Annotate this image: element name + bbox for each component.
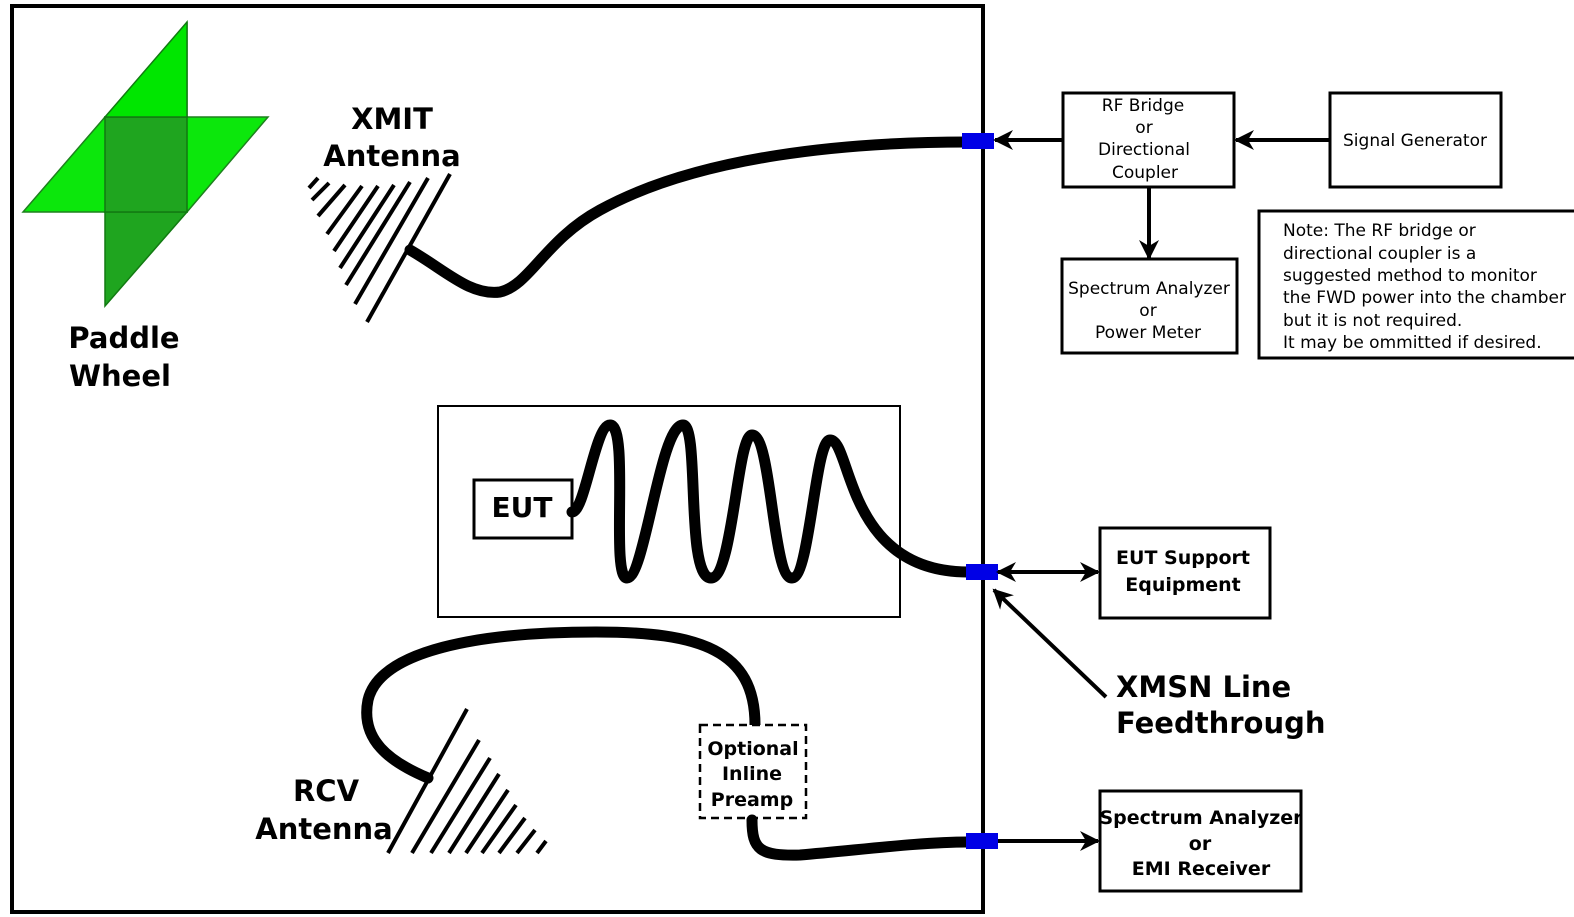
rcv-cable <box>361 626 761 784</box>
rf-bridge-label-line1: RF Bridge <box>1102 96 1184 116</box>
spectrum-analyzer-power-box <box>1060 257 1239 355</box>
arrow-feedthrough-pointer <box>992 588 1108 699</box>
preamp-box <box>698 723 808 820</box>
eut-support-box <box>1098 526 1272 620</box>
note-line4: the FWD power into the chamber <box>1283 288 1566 308</box>
eut-box <box>472 478 574 540</box>
spectrum-analyzer-power-label-line2: or <box>1139 301 1156 321</box>
preamp-output-cable <box>746 814 974 861</box>
rf-bridge-label-line2: or <box>1135 118 1152 138</box>
eut-support-label-line2: Equipment <box>1125 574 1241 596</box>
signal-generator-box <box>1328 91 1503 189</box>
rcv-antenna-label-line2: Antenna <box>255 812 392 846</box>
preamp-label-line2: Inline <box>722 763 782 785</box>
rf-bridge-label-line3: Directional <box>1098 140 1190 160</box>
note-box <box>1257 209 1574 360</box>
paddle-wheel-label-line2: Wheel <box>69 359 171 393</box>
paddle-wheel-icon <box>21 19 270 309</box>
xmit-antenna-icon <box>307 173 452 323</box>
receiver-feedthrough-port <box>966 833 998 849</box>
emi-receiver-label-line3: EMI Receiver <box>1132 858 1271 880</box>
feedthrough-label-line2: Feedthrough <box>1116 706 1326 740</box>
xmit-cable <box>404 136 974 298</box>
rcv-antenna-icon <box>386 708 548 855</box>
emi-receiver-box <box>1098 789 1303 893</box>
note-line1: Note: The RF bridge or <box>1283 221 1476 241</box>
emi-receiver-label-line2: or <box>1189 833 1212 855</box>
eut-cable <box>566 419 974 584</box>
spectrum-analyzer-power-label-line1: Spectrum Analyzer <box>1068 279 1230 299</box>
paddle-wheel-label-line1: Paddle <box>68 321 179 355</box>
spectrum-analyzer-power-label-line3: Power Meter <box>1095 323 1201 343</box>
xmit-antenna-label-line1: XMIT <box>351 102 433 136</box>
eut-feedthrough-port <box>966 564 998 580</box>
rf-bridge-label-line4: Coupler <box>1112 163 1178 183</box>
emi-receiver-label-line1: Spectrum Analyzer <box>1099 807 1303 829</box>
xmit-antenna-label-line2: Antenna <box>323 139 460 173</box>
feedthrough-label-line1: XMSN Line <box>1116 670 1291 704</box>
chamber-enclosure <box>10 4 985 914</box>
rcv-antenna-label-line1: RCV <box>293 774 360 808</box>
preamp-label-line3: Preamp <box>711 789 793 811</box>
note-line3: suggested method to monitor <box>1283 266 1537 286</box>
signal-generator-label: Signal Generator <box>1343 131 1487 151</box>
preamp-label-line1: Optional <box>707 738 798 760</box>
eut-label: EUT <box>492 491 553 524</box>
note-line2: directional coupler is a <box>1283 244 1476 264</box>
eut-support-label-line1: EUT Support <box>1116 547 1250 569</box>
note-line5: but it is not required. <box>1283 311 1462 331</box>
eut-table <box>437 405 901 618</box>
note-line6: It may be ommitted if desired. <box>1283 333 1542 353</box>
xmit-feedthrough-port <box>962 133 994 149</box>
